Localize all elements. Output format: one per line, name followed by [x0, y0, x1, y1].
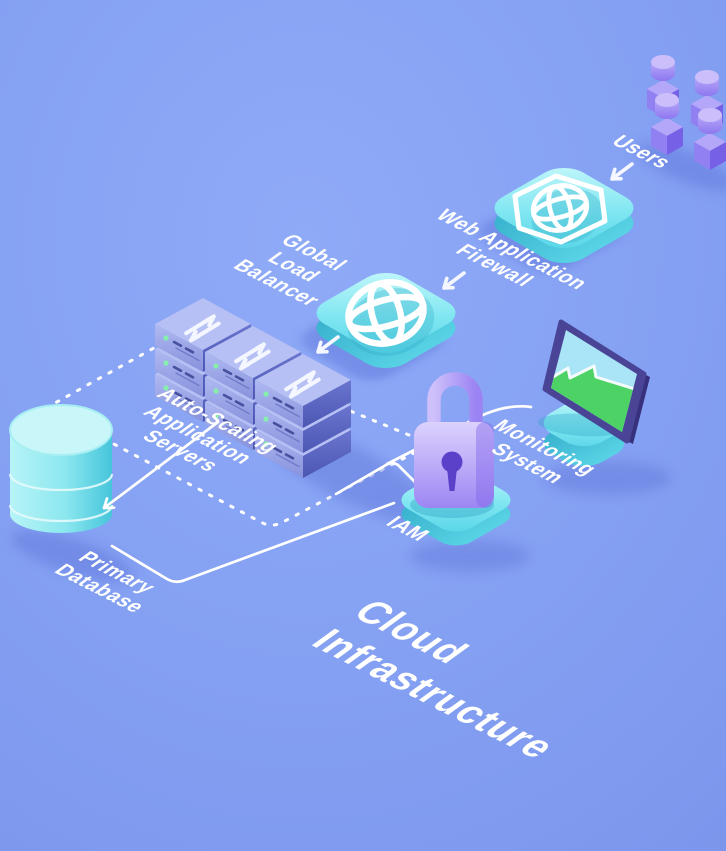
iam-node — [392, 372, 530, 572]
database-node — [8, 404, 134, 582]
waf-node — [469, 161, 645, 279]
database-cylinder-icon — [8, 404, 114, 533]
connector-servers-iam — [334, 461, 421, 496]
database-shadow — [10, 530, 134, 582]
iam-shadow — [410, 540, 530, 572]
monitoring-node — [533, 319, 672, 495]
app-servers-node — [155, 298, 439, 525]
monitoring-shadow — [544, 461, 672, 495]
users-node — [637, 55, 726, 191]
server-stack — [255, 354, 351, 478]
users-shadow — [637, 143, 726, 191]
chart-screen-icon — [542, 319, 650, 444]
padlock-icon — [414, 372, 494, 508]
globe-icon — [345, 279, 435, 356]
load-balancer-node — [291, 266, 467, 387]
shield-globe-icon — [512, 173, 608, 245]
connector-servers-database — [102, 420, 220, 510]
connector-lines — [102, 405, 533, 584]
connector-database-iam — [110, 501, 396, 584]
